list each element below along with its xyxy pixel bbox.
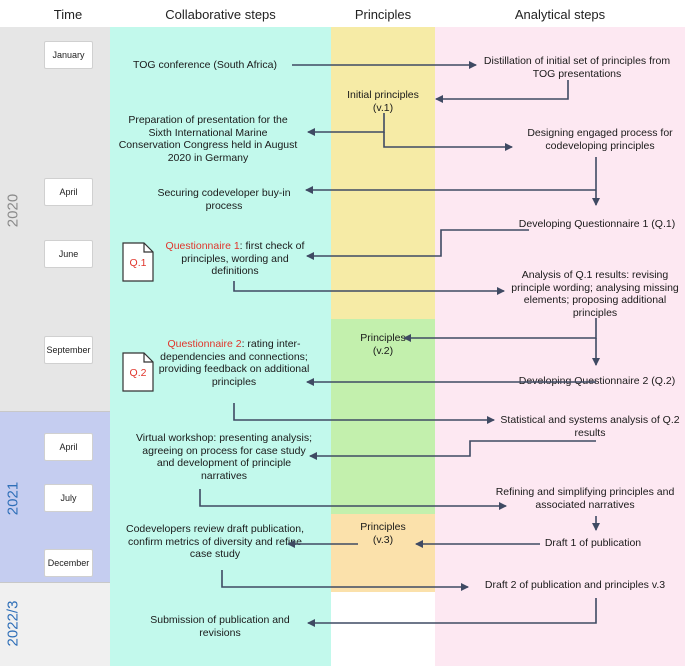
questionnaire-2-text: : rating inter-dependencies and connecti… xyxy=(158,338,310,388)
month-january: January xyxy=(44,41,93,69)
arrow-analysis-to-principles-v2 xyxy=(403,318,597,342)
arrow-v1-to-designing xyxy=(383,132,513,151)
time-column-2022 xyxy=(26,583,110,666)
year-band-2021: 2021 xyxy=(0,412,26,583)
document-q2-label: Q.2 xyxy=(129,367,147,379)
arrow-draft-2-to-submission xyxy=(307,598,597,627)
collab-questionnaire-2: Questionnaire 2: rating inter-dependenci… xyxy=(150,338,318,388)
arrow-v1-to-presentation xyxy=(307,113,385,136)
month-september: September xyxy=(44,336,93,364)
collab-questionnaire-1: Questionnaire 1: first check of principl… xyxy=(162,240,308,278)
document-q1-icon: Q.1 xyxy=(122,242,154,282)
collab-review: Codevelopers review draft publication, c… xyxy=(125,523,304,560)
month-december: December xyxy=(44,549,93,577)
arrow-workshop-to-refining xyxy=(199,489,507,510)
principles-v2-band xyxy=(331,319,435,514)
year-band-2022: 2022/3 xyxy=(0,583,26,666)
arrow-distillation-to-v1 xyxy=(435,80,569,103)
analytical-draft-1: Draft 1 of publication xyxy=(544,537,642,549)
collab-submission: Submission of publication and revisions xyxy=(150,614,290,639)
analytical-distillation: Distillation of initial set of principle… xyxy=(483,55,671,80)
header-collaborative: Collaborative steps xyxy=(165,7,276,22)
collab-tog-conference: TOG conference (South Africa) xyxy=(133,59,277,71)
document-q1-label: Q.1 xyxy=(129,257,147,269)
month-june: June xyxy=(44,240,93,268)
arrow-review-to-draft-2 xyxy=(221,570,469,591)
principles-v2: Principles (v.2) xyxy=(360,332,406,357)
arrow-statistical-to-workshop xyxy=(309,440,596,460)
collaborative-column xyxy=(110,27,331,666)
principles-v3: Principles (v.3) xyxy=(360,521,406,546)
analytical-analysis-q1: Analysis of Q.1 results: revising princi… xyxy=(511,269,679,319)
header-analytical: Analytical steps xyxy=(514,7,606,22)
principles-v1: Initial principles (v.1) xyxy=(347,89,419,114)
year-band-2020: 2020 xyxy=(0,27,26,412)
month-april-2020: April xyxy=(44,178,93,206)
arrow-developing-q1-to-questionnaire-1 xyxy=(306,229,529,260)
collab-presentation: Preparation of presentation for the Sixt… xyxy=(118,114,298,164)
analytical-refining: Refining and simplifying principles and … xyxy=(495,486,675,511)
header-principles: Principles xyxy=(354,7,412,22)
header-time: Time xyxy=(53,7,83,22)
analytical-column xyxy=(435,27,685,666)
principles-v1-band xyxy=(331,27,435,319)
principles-v3-band xyxy=(331,514,435,592)
analytical-designing: Designing engaged process for codevelopi… xyxy=(527,127,673,152)
document-q2-icon: Q.2 xyxy=(122,352,154,392)
collab-buyin: Securing codeveloper buy-in process xyxy=(157,187,291,212)
collab-virtual-workshop: Virtual workshop: presenting analysis; a… xyxy=(135,432,313,482)
month-april-2021: April xyxy=(44,433,93,461)
questionnaire-2-label: Questionnaire 2 xyxy=(167,338,242,350)
analytical-developing-q2: Developing Questionnaire 2 (Q.2) xyxy=(518,375,676,387)
arrow-questionnaire-1-to-analysis xyxy=(233,281,505,295)
arrow-questionnaire-2-to-statistical xyxy=(233,403,495,424)
analytical-draft-2: Draft 2 of publication and principles v.… xyxy=(484,579,666,591)
analytical-statistical-q2: Statistical and systems analysis of Q.2 … xyxy=(500,414,680,439)
questionnaire-1-text: : first check of principles, wording and… xyxy=(181,240,305,277)
questionnaire-1-label: Questionnaire 1 xyxy=(165,240,240,252)
principles-empty-band xyxy=(331,592,435,666)
analytical-developing-q1: Developing Questionnaire 1 (Q.1) xyxy=(518,218,676,230)
month-july: July xyxy=(44,484,93,512)
